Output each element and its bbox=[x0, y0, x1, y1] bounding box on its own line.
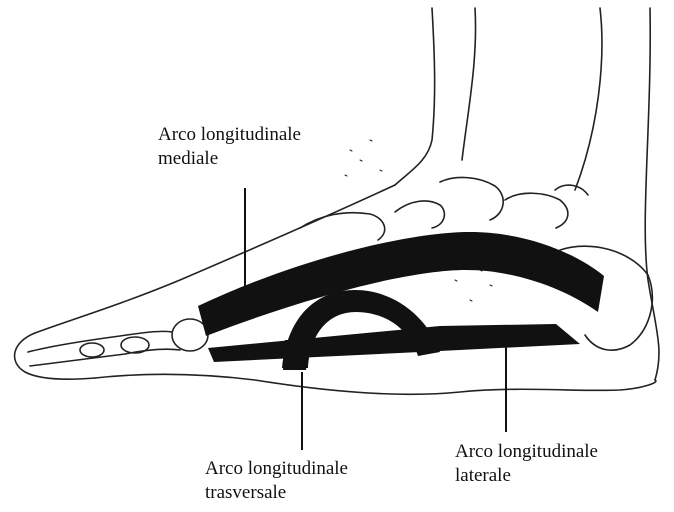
sole-outline bbox=[95, 374, 656, 394]
label-transverse-line1: Arco longitudinale bbox=[205, 457, 348, 481]
stipple-2 bbox=[455, 270, 492, 301]
label-transverse-arch: Arco longitudinale trasversale bbox=[205, 457, 348, 505]
label-transverse-line2: trasversale bbox=[205, 481, 348, 505]
tarsal-bone-1 bbox=[300, 213, 385, 240]
label-lateral-arch: Arco longitudinale laterale bbox=[455, 440, 598, 488]
toe-joint-1 bbox=[80, 343, 104, 357]
label-medial-line1: Arco longitudinale bbox=[158, 123, 301, 147]
label-medial-line2: mediale bbox=[158, 147, 301, 171]
shin-front-outline bbox=[395, 8, 435, 185]
toe-tip-outline bbox=[15, 333, 95, 379]
talus-bone bbox=[440, 177, 503, 220]
stipple-1 bbox=[345, 140, 382, 176]
label-lateral-line2: laterale bbox=[455, 464, 598, 488]
lateral-arch-band bbox=[208, 324, 580, 362]
navicular-bone bbox=[505, 193, 568, 228]
label-lateral-line1: Arco longitudinale bbox=[455, 440, 598, 464]
toe-bone-1 bbox=[28, 331, 172, 352]
tarsal-bone-2 bbox=[395, 201, 444, 228]
toe-bone-2 bbox=[30, 349, 180, 366]
label-medial-arch: Arco longitudinale mediale bbox=[158, 123, 301, 171]
ankle-bump bbox=[555, 185, 588, 195]
inner-leg-outline-2 bbox=[575, 8, 602, 190]
metatarsal-head bbox=[172, 319, 208, 351]
inner-leg-outline bbox=[462, 8, 476, 160]
toe-joint-2 bbox=[121, 337, 149, 353]
